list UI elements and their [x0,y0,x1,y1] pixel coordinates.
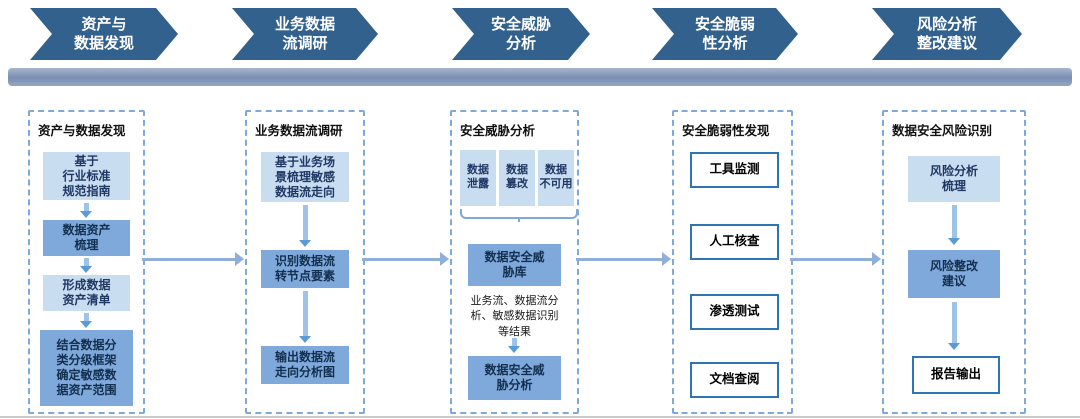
arrow-head [662,252,671,266]
down-arrow-icon [80,258,92,273]
arrow-head [508,346,520,353]
arrow-head [440,252,449,266]
arrow-head [80,266,92,273]
step-tool-monitoring: 工具监测 [690,152,779,188]
threat-tag-tamper: 数据 篡改 [499,150,535,206]
step-sensitive-flow-combing: 基于业务场 景梳理敏感 数据流走向 [261,152,349,202]
arrow-head [80,211,92,218]
step-report-output: 报告输出 [912,356,1000,394]
arrow-stem [83,203,89,211]
threat-tag-unavailable: 数据 不可用 [538,150,574,206]
threat-library: 数据安全威 胁库 [468,244,561,286]
phase-banner-risk-recommendation: 风险分析 整改建议 [872,8,1022,60]
arrow-stem [302,205,308,240]
underbrace-icon [460,209,578,222]
panel-dataflow-research: 业务数据流调研 基于业务场 景梳理敏感 数据流走向 识别数据流 转节点要素 输出… [245,110,365,414]
panel-threat-analysis: 安全威胁分析 数据 泄露 数据 篡改 数据 不可用 数据安全威 胁库 业务流、数… [450,110,579,414]
step-asset-inventory: 形成数据 资产清单 [43,275,130,311]
panel-title: 资产与数据发现 [38,124,126,138]
arrow-stem [83,258,89,266]
arrow-stem [302,291,308,336]
panel-asset-discovery: 资产与数据发现 基于 行业标准 规范指南 数据资产 梳理 形成数据 资产清单 结… [28,110,145,414]
step-document-review: 文档查阅 [690,362,779,398]
arrow-stem [511,338,517,346]
connector-arrow-3-icon [576,252,671,266]
phase-banner-asset-discovery: 资产与 数据发现 [30,8,178,60]
down-arrow-icon [80,203,92,218]
panel-title: 安全威胁分析 [460,124,536,138]
step-flow-node-elements: 识别数据流 转节点要素 [261,250,349,288]
arrow-head [235,252,244,266]
down-arrow-icon [948,205,960,245]
step-data-asset-combing: 数据资产 梳理 [43,220,130,256]
panel-title: 业务数据流调研 [255,124,343,138]
arrow-head [948,343,960,350]
down-arrow-icon [948,302,960,350]
arrow-stem [83,313,89,321]
threat-input-note: 业务流、数据流分 析、敏感数据识别 等结果 [470,295,559,338]
step-risk-analysis-combing: 风险分析 梳理 [908,156,1000,202]
step-sensitive-scope: 结合数据分 类分级框架 确定敏感数 据资产范围 [40,330,133,406]
arrow-head [299,336,311,343]
threat-analysis-step: 数据安全威 胁分析 [468,356,561,400]
arrow-line [576,257,664,261]
down-arrow-icon [80,313,92,328]
bottom-divider [0,416,1080,418]
step-penetration-test: 渗透测试 [690,294,779,330]
panel-title: 数据安全风险识别 [892,124,993,138]
arrow-line [790,257,874,261]
arrow-head [872,252,881,266]
brace-tick [518,217,520,222]
arrow-stem [951,205,957,238]
panel-risk-identification: 数据安全风险识别 风险分析 梳理 风险整改 建议 报告输出 [882,110,1026,414]
connector-arrow-4-icon [790,252,881,266]
connector-arrow-1-icon [142,252,244,266]
panel-title: 安全脆弱性发现 [682,124,770,138]
phase-banner-threat-analysis: 安全威胁 分析 [452,8,590,60]
connector-arrow-2-icon [362,252,449,266]
arrow-head [299,240,311,247]
step-rectification-advice: 风险整改 建议 [908,250,1000,298]
threat-tag-leak: 数据 泄露 [460,150,496,206]
arrow-line [362,257,442,261]
phase-banner-dataflow-research: 业务数据 流调研 [232,8,378,60]
divider-bar [8,68,1072,86]
down-arrow-icon [299,205,311,247]
down-arrow-icon [299,291,311,343]
down-arrow-icon [508,338,520,353]
step-industry-standards: 基于 行业标准 规范指南 [43,152,130,200]
step-flow-diagram-output: 输出数据流 走向分析图 [261,346,349,384]
arrow-line [142,257,237,261]
arrow-stem [951,302,957,343]
phase-banner-vulnerability: 安全脆弱 性分析 [652,8,798,60]
arrow-head [948,238,960,245]
arrow-head [80,321,92,328]
step-manual-check: 人工核查 [690,224,779,260]
panel-vulnerability-discovery: 安全脆弱性发现 工具监测 人工核查 渗透测试 文档查阅 [672,110,793,414]
